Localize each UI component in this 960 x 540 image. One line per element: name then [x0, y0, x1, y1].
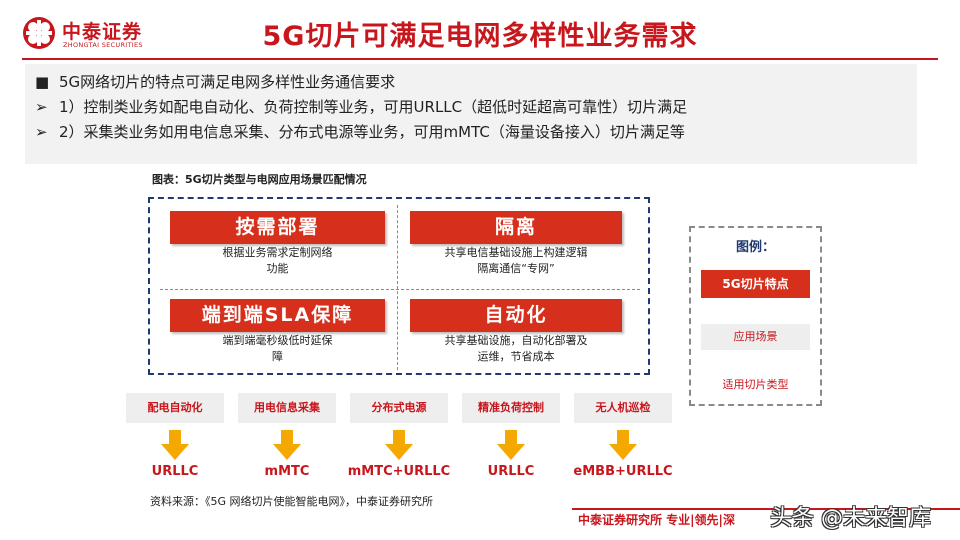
down-arrow-icon — [497, 430, 525, 460]
scenario-power-info-collection: 用电信息采集 — [238, 393, 336, 423]
logo-name-cn: 中泰证券 — [62, 21, 143, 43]
legend-slice-type: 适用切片类型 — [722, 378, 789, 391]
page-number: 22 — [874, 516, 891, 531]
figure-caption: 图表：5G切片类型与电网应用场景匹配情况 — [152, 173, 367, 186]
feature-desc: 端到端毫秒级低时延保障 — [222, 334, 333, 363]
intro-line: ➢ 2）采集类业务如用电信息采集、分布式电源等业务，可用mMTC（海量设备接入）切… — [35, 121, 685, 142]
intro-text: 1）控制类业务如配电自动化、负荷控制等业务，可用URLLC（超低时延超高可靠性）… — [59, 98, 688, 116]
features-divider-horizontal — [160, 289, 640, 290]
legend-scenario: 应用场景 — [701, 324, 810, 350]
watermark: 头条 @未来智库 — [770, 506, 931, 531]
legend-box: 图例： 5G切片特点 应用场景 适用切片类型 — [689, 226, 822, 406]
feature-automation: 自动化 — [410, 299, 622, 332]
intro-text: 2）采集类业务如用电信息采集、分布式电源等业务，可用mMTC（海量设备接入）切片… — [59, 123, 685, 141]
scenario-distribution-automation: 配电自动化 — [126, 393, 224, 423]
slice-type-label: eMBB+URLLC — [573, 464, 673, 479]
legend-title: 图例： — [735, 240, 775, 255]
company-logo: 中泰证券 ZHONGTAI SECURITIES — [22, 12, 172, 58]
arrow-bullet-icon: ➢ — [35, 98, 48, 116]
down-arrow-icon — [161, 430, 189, 460]
down-arrow-icon — [385, 430, 413, 460]
slice-type-label: URLLC — [151, 464, 199, 479]
feature-sla: 端到端SLA保障 — [170, 299, 385, 332]
arrow-bullet-icon: ➢ — [35, 123, 48, 141]
slice-type-label: mMTC — [264, 464, 310, 479]
feature-desc: 根据业务需求定制网络功能 — [222, 246, 333, 275]
feature-desc: 共享电信基础设施上构建逻辑隔离通信“专网” — [444, 246, 588, 275]
slice-type-label: mMTC+URLLC — [347, 464, 451, 479]
intro-box: ■ 5G网络切片的特点可满足电网多样性业务通信要求 ➢ 1）控制类业务如配电自动化、… — [25, 64, 917, 164]
legend-feature: 5G切片特点 — [701, 270, 810, 298]
feature-on-demand: 按需部署 — [170, 211, 385, 244]
intro-line: ■ 5G网络切片的特点可满足电网多样性业务通信要求 — [35, 71, 395, 92]
footer-line — [572, 508, 960, 510]
intro-text: 5G网络切片的特点可满足电网多样性业务通信要求 — [59, 73, 396, 91]
down-arrow-icon — [273, 430, 301, 460]
slice-type-label: URLLC — [487, 464, 535, 479]
page-title: 5G切片可满足电网多样性业务需求 — [262, 21, 698, 52]
title-underline — [22, 58, 938, 60]
intro-line: ➢ 1）控制类业务如配电自动化、负荷控制等业务，可用URLLC（超低时延超高可靠性… — [35, 96, 687, 117]
scenario-distributed-power: 分布式电源 — [350, 393, 448, 423]
footer-text: 中泰证券研究所 专业|领先|深 — [578, 513, 735, 527]
logo-name-en: ZHONGTAI SECURITIES — [63, 41, 143, 49]
features-divider-vertical — [397, 205, 398, 370]
square-bullet-icon: ■ — [35, 73, 50, 91]
scenario-load-control: 精准负荷控制 — [462, 393, 560, 423]
features-box — [148, 197, 650, 375]
scenario-uav-inspection: 无人机巡检 — [574, 393, 672, 423]
down-arrow-icon — [609, 430, 637, 460]
zhongtai-logo-icon — [23, 17, 55, 49]
source-note: 资料来源：《5G 网络切片使能智能电网》，中泰证券研究所 — [150, 495, 434, 508]
feature-isolation: 隔离 — [410, 211, 622, 244]
feature-desc: 共享基础设施，自动化部署及运维，节省成本 — [444, 334, 588, 363]
